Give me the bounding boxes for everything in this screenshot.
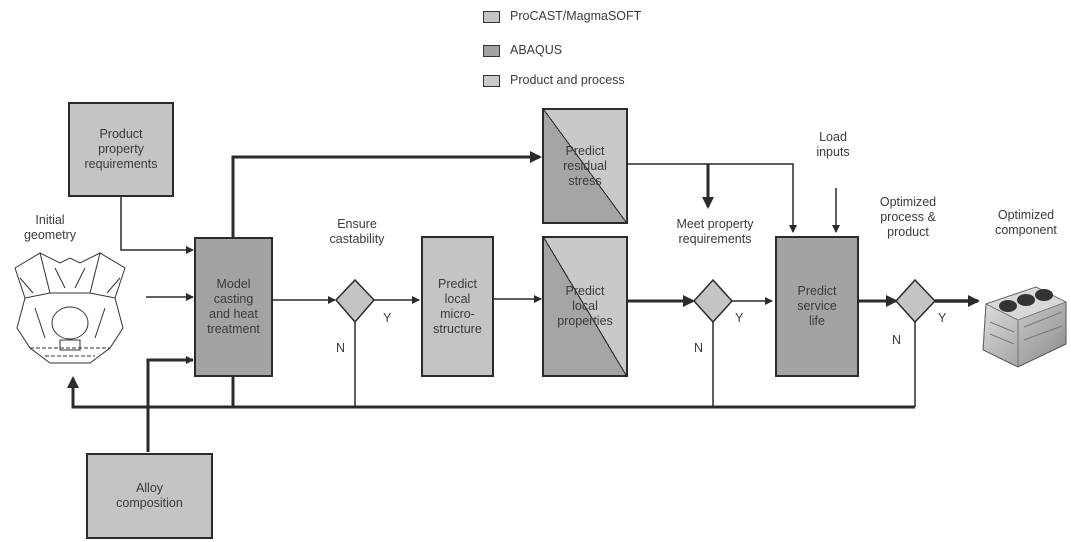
box-product-property-label: Product property requirements [81, 127, 162, 172]
decision-optimized [896, 280, 935, 322]
box-predict-local-properties: Predict local properties [542, 236, 628, 377]
decision2-yes-label: Y [735, 311, 743, 326]
box-alloy-label: Alloy composition [112, 481, 187, 511]
label-optimized-component: Optimized component [985, 208, 1067, 238]
initial-geometry-image [5, 248, 135, 373]
box-product-property-requirements: Product property requirements [68, 102, 174, 197]
label-optimized-process: Optimized process & product [863, 195, 953, 240]
label-meet-property: Meet property requirements [660, 217, 770, 247]
box-predict-service-label: Predict service life [793, 284, 841, 329]
label-load-inputs: Load inputs [803, 130, 863, 160]
decision-meet-property [694, 280, 732, 322]
box-predict-residual-label: Predict residual stress [559, 144, 611, 189]
box-model-casting: Model casting and heat treatment [194, 237, 273, 377]
label-initial-geometry: Initial geometry [15, 213, 85, 243]
label-ensure-castability: Ensure castability [317, 217, 397, 247]
decision1-yes-label: Y [383, 311, 391, 326]
box-predict-properties-label: Predict local properties [553, 284, 617, 329]
box-predict-microstructure-label: Predict local micro- structure [429, 277, 486, 337]
decision-castability [336, 280, 374, 322]
decision3-yes-label: Y [938, 311, 946, 326]
box-predict-residual-stress: Predict residual stress [542, 108, 628, 224]
box-predict-service-life: Predict service life [775, 236, 859, 377]
arrow-requirements-to-model [121, 196, 193, 250]
optimized-component-image [978, 282, 1070, 372]
box-model-casting-label: Model casting and heat treatment [203, 277, 264, 337]
decision3-no-label: N [892, 333, 901, 348]
decision2-no-label: N [694, 341, 703, 356]
feedback-bus [73, 378, 915, 407]
box-predict-microstructure: Predict local micro- structure [421, 236, 494, 377]
decision1-no-label: N [336, 341, 345, 356]
box-alloy-composition: Alloy composition [86, 453, 213, 539]
